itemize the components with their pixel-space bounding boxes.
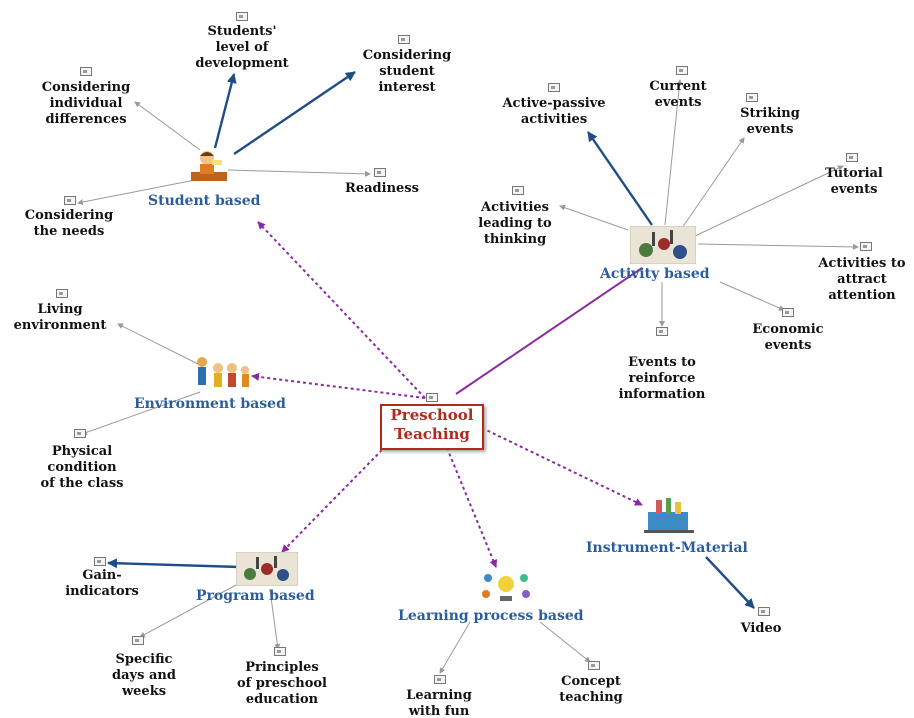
link-to-program	[281, 449, 383, 553]
category-activity-based: Activity based	[600, 266, 710, 282]
category-student-based: Student based	[148, 193, 261, 209]
note-icon	[512, 186, 524, 195]
note-icon	[94, 557, 106, 566]
note-icon	[746, 93, 758, 102]
activity-gears-icon	[630, 226, 696, 264]
note-icon	[74, 429, 86, 438]
center-node: Preschool Teaching	[380, 404, 484, 450]
note-icon	[782, 308, 794, 317]
link-student-interest	[233, 71, 356, 155]
link-student-level	[213, 73, 237, 149]
note-icon	[236, 12, 248, 21]
node-video: Video	[740, 621, 782, 636]
note-icon	[676, 66, 688, 75]
learning-bulb-icon	[482, 574, 530, 601]
tools-box-icon	[644, 498, 694, 533]
link-program-gain	[107, 558, 241, 569]
note-icon	[846, 153, 858, 162]
note-icon	[588, 661, 600, 670]
link-instrument-video	[705, 556, 755, 609]
link-to-instrument	[481, 427, 643, 506]
link-to-environment	[251, 372, 426, 399]
note-icon	[56, 289, 68, 298]
note-icon	[656, 327, 668, 336]
note-icon	[64, 196, 76, 205]
category-learning-process-based: Learning process based	[398, 608, 584, 624]
program-gears-icon	[236, 552, 298, 586]
note-icon	[374, 168, 386, 177]
link-to-activity	[455, 267, 643, 395]
note-icon	[80, 67, 92, 76]
category-environment-based: Environment based	[134, 396, 286, 412]
child-at-desk-icon	[191, 151, 227, 181]
note-icon	[398, 35, 410, 44]
note-icon	[132, 636, 144, 645]
category-program-based: Program based	[196, 588, 315, 604]
note-icon	[426, 393, 438, 402]
note-icon	[860, 242, 872, 251]
children-group-icon	[197, 357, 249, 387]
node-readiness: Readiness	[345, 181, 419, 196]
link-to-student	[257, 221, 426, 399]
note-icon	[758, 607, 770, 616]
center-title-line2: Teaching	[394, 425, 470, 443]
link-to-learning	[446, 447, 498, 568]
center-title-line1: Preschool	[390, 406, 474, 424]
note-icon	[548, 83, 560, 92]
category-instrument-material: Instrument-Material	[586, 540, 748, 556]
note-icon	[274, 647, 286, 656]
note-icon	[434, 675, 446, 684]
link-activity-active-passive	[587, 131, 653, 226]
node-gain-indicators: Gain-indicators	[65, 568, 139, 599]
